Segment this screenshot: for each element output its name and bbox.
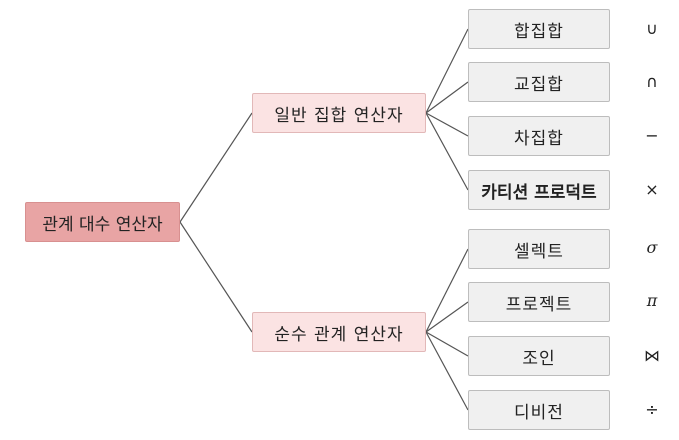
edge-pure-division — [425, 331, 469, 411]
edge-general-cartesian — [425, 112, 469, 191]
group-node-pure-relational: 순수 관계 연산자 — [252, 312, 426, 352]
edge-pure-join — [425, 331, 469, 357]
leaf-node-select: 셀렉트 — [468, 229, 610, 269]
edge-general-intersection — [425, 81, 469, 114]
symbol-intersection: ∩ — [646, 72, 658, 91]
edge-pure-project — [425, 301, 469, 333]
leaf-node-union: 합집합 — [468, 9, 610, 49]
symbol-join: ⋈ — [644, 346, 660, 365]
leaf-node-intersection: 교집합 — [468, 62, 610, 102]
leaf-node-cartesian-product: 카티션 프로덕트 — [468, 170, 610, 210]
leaf-node-join: 조인 — [468, 336, 610, 376]
leaf-node-difference: 차집합 — [468, 116, 610, 156]
symbol-union: ∪ — [646, 19, 658, 38]
leaf-node-project: 프로젝트 — [468, 282, 610, 322]
leaf-node-division: 디비전 — [468, 390, 610, 430]
symbol-division: ÷ — [645, 400, 659, 419]
edge-general-difference — [425, 112, 469, 137]
root-node: 관계 대수 연산자 — [25, 202, 180, 242]
symbol-select: σ — [646, 238, 658, 257]
symbol-difference: − — [645, 126, 659, 145]
edge-root-general — [179, 112, 253, 223]
symbol-project: π — [646, 291, 658, 310]
symbol-cartesian-product: × — [645, 180, 659, 199]
edge-root-pure — [179, 221, 253, 333]
edge-general-union — [425, 28, 469, 114]
group-node-general-set: 일반 집합 연산자 — [252, 93, 426, 133]
edge-pure-select — [425, 248, 469, 333]
